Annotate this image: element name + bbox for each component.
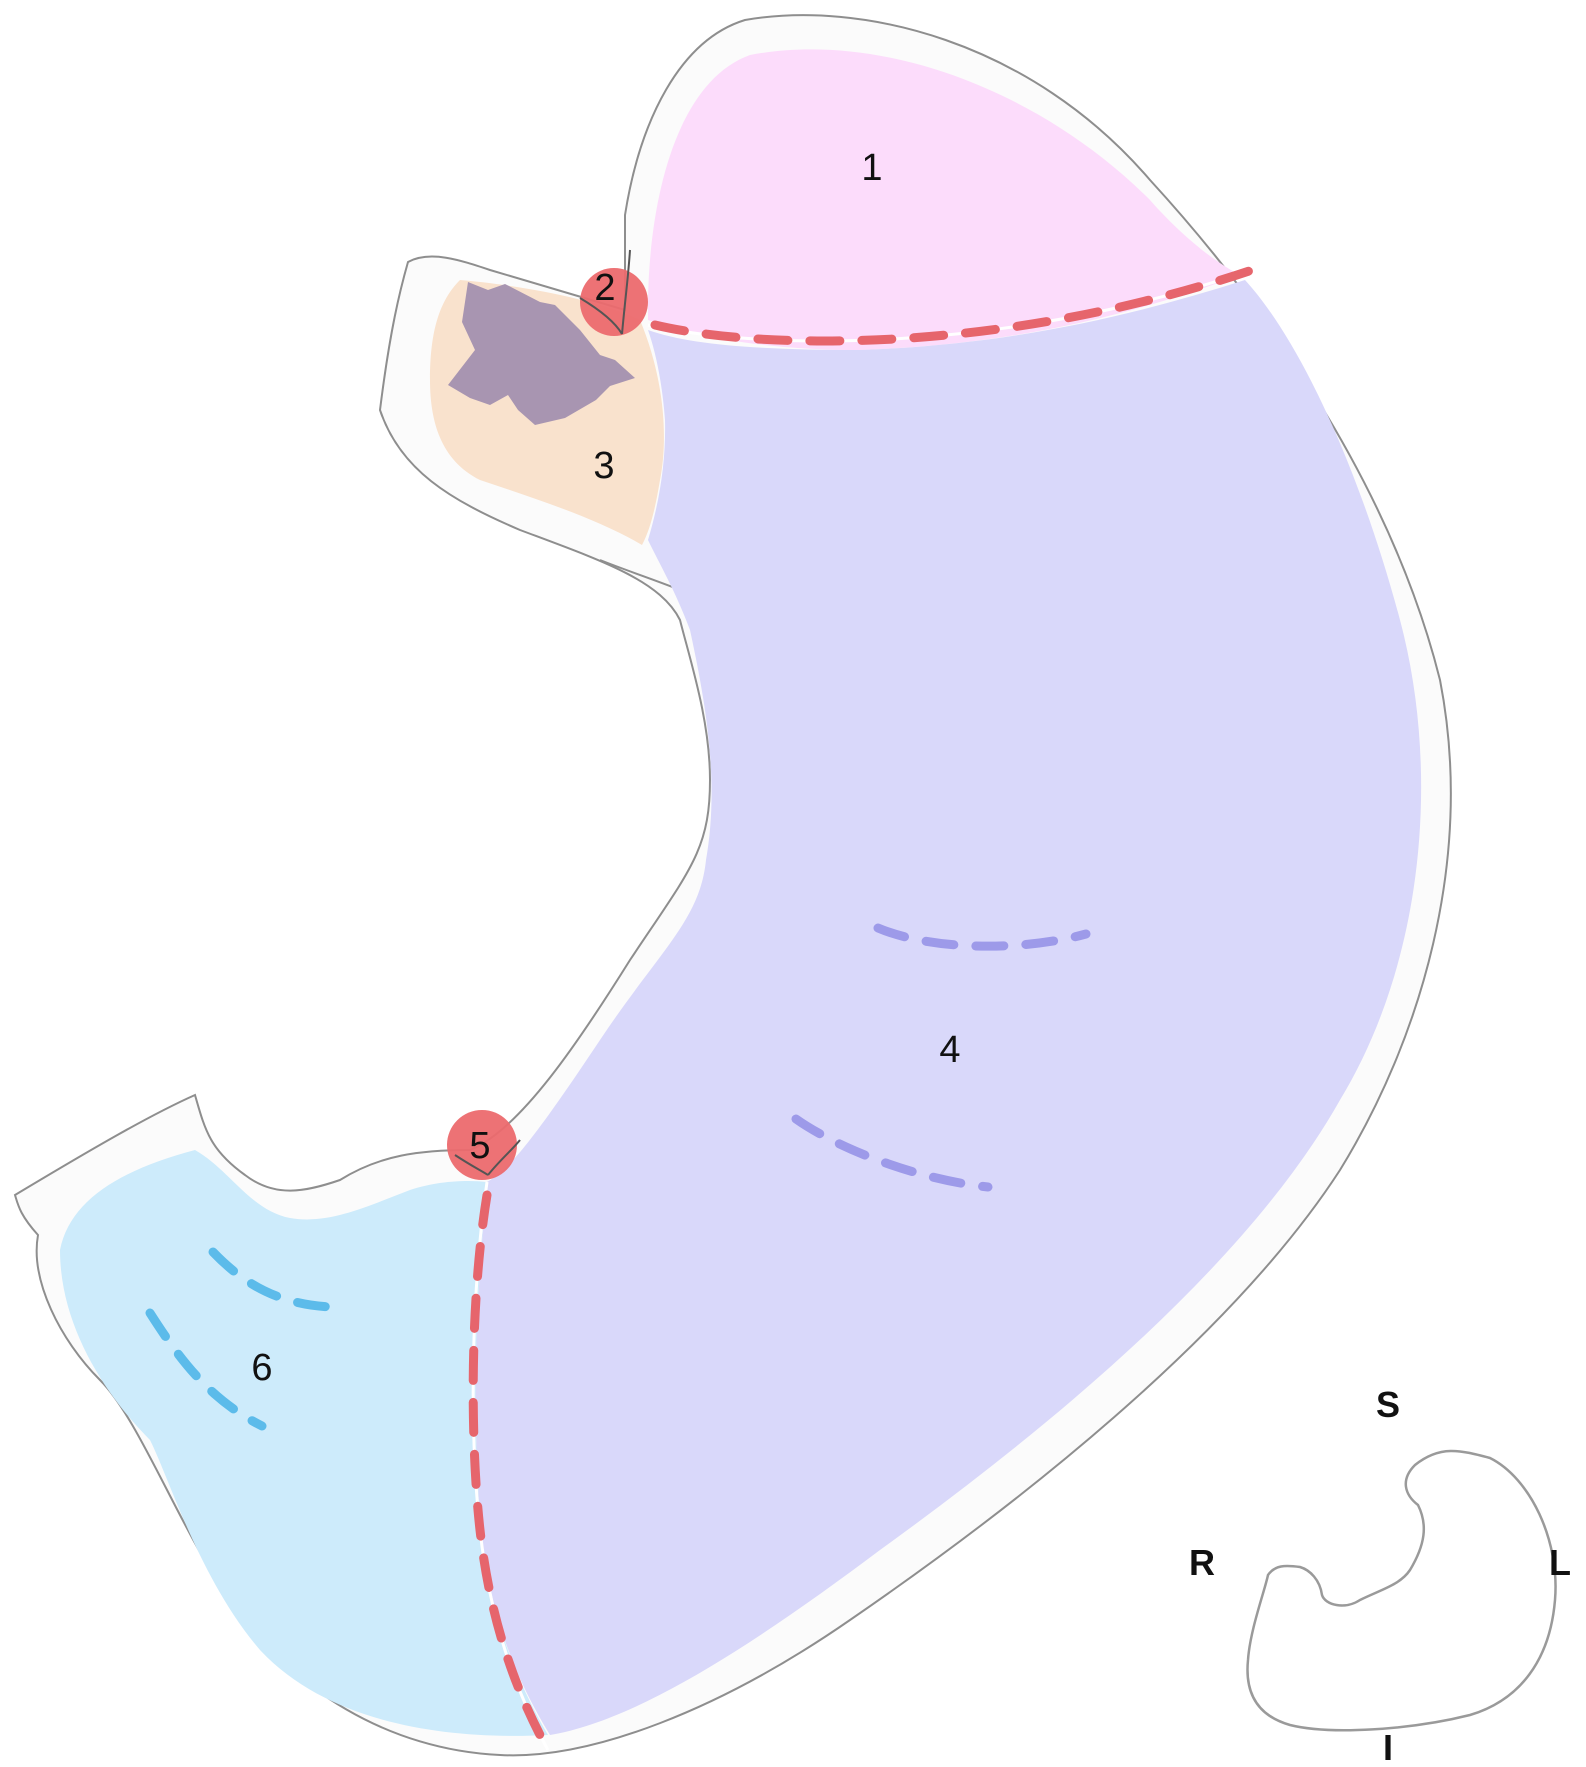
orientation-right-label: R (1189, 1542, 1215, 1583)
region-6-label: 6 (251, 1347, 272, 1389)
orientation-inset: S I R L (1189, 1384, 1571, 1767)
marker-5-label: 5 (469, 1125, 490, 1167)
orientation-superior-label: S (1376, 1384, 1400, 1425)
region-4-label: 4 (939, 1029, 960, 1071)
marker-2-label: 2 (594, 267, 615, 309)
orientation-left-label: L (1549, 1542, 1571, 1583)
orientation-stomach-thumbnail (1247, 1451, 1555, 1730)
region-1-label: 1 (861, 147, 882, 189)
orientation-inferior-label: I (1383, 1727, 1393, 1767)
region-3-label: 3 (593, 445, 614, 487)
